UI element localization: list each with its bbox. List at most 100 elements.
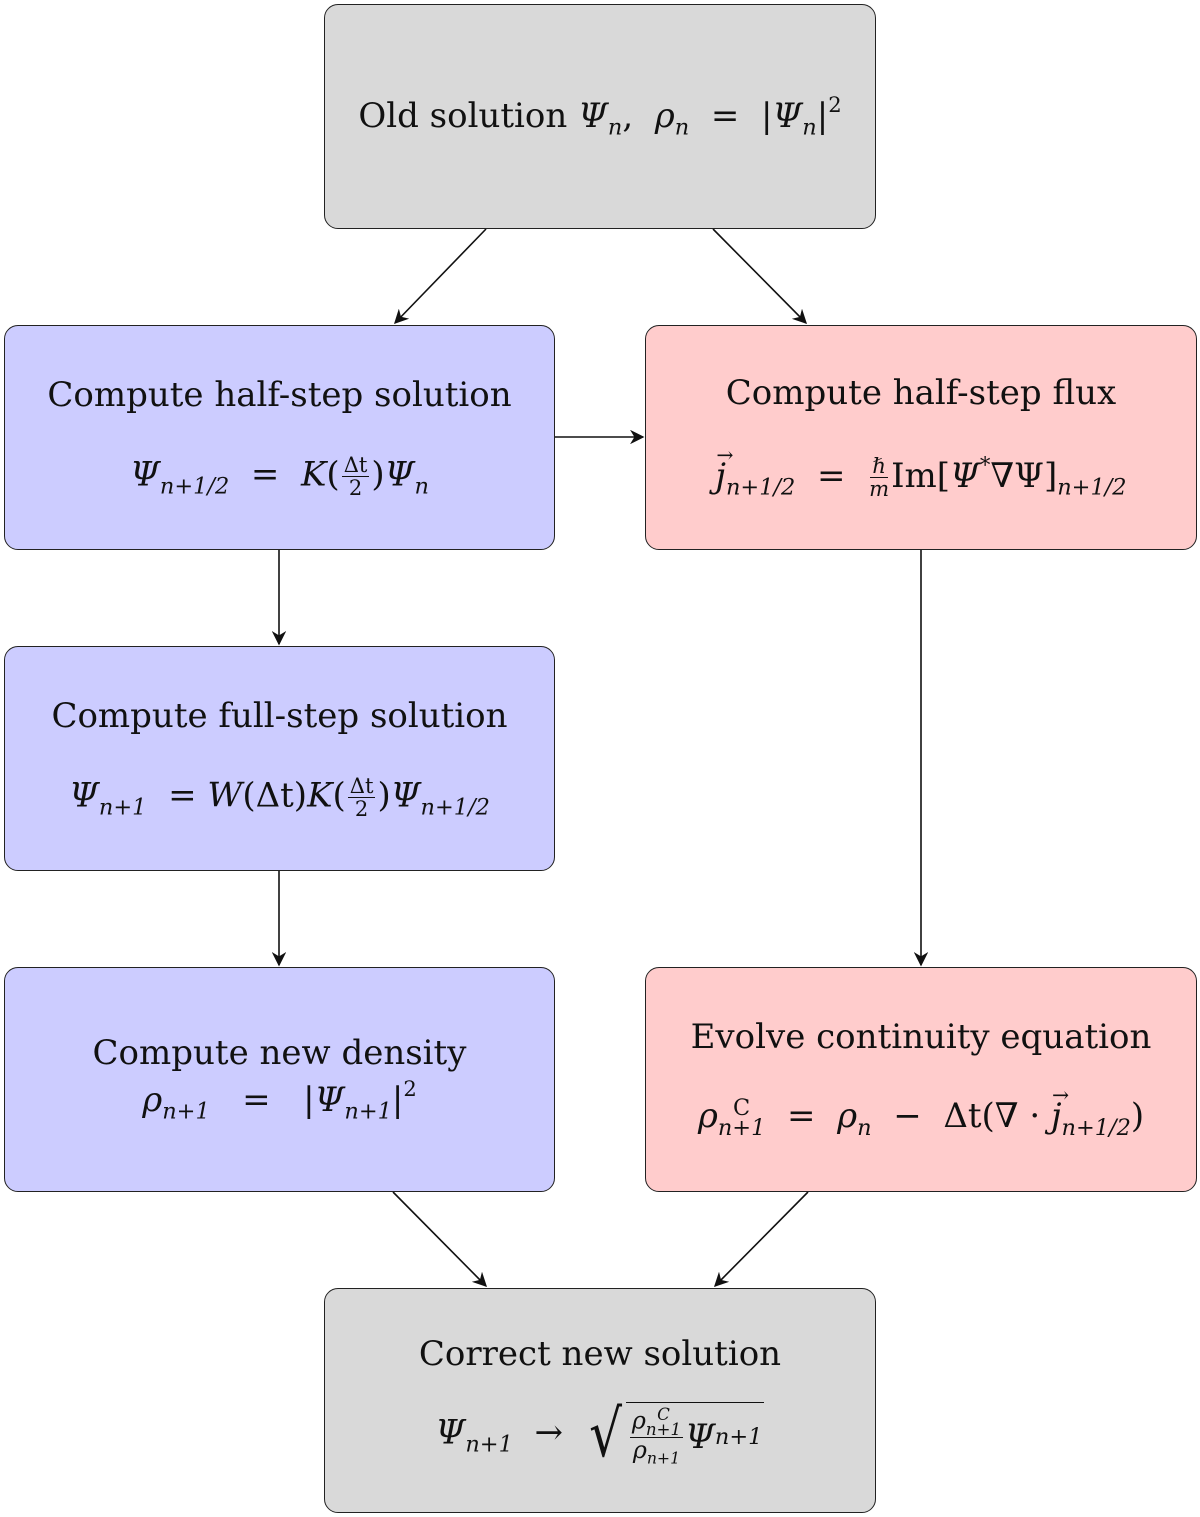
operator-k: K (301, 454, 327, 495)
current-vector: j (1051, 1083, 1068, 1137)
subscript: n+1 (465, 1431, 513, 1458)
psi-symbol: Ψ (950, 455, 980, 496)
psi-symbol: Ψ (772, 95, 803, 136)
subscript: n+1 (717, 1115, 766, 1142)
equals: = (786, 1096, 816, 1137)
paren: ( (326, 454, 340, 495)
abs-bar: | (303, 1079, 315, 1120)
subscript: n+1 (714, 1423, 763, 1450)
rho-symbol: ρ (837, 1096, 858, 1137)
subscript: n+1/2 (159, 473, 230, 500)
abs-bar: | (761, 95, 773, 136)
radical-sign: √ (588, 1396, 622, 1472)
subscript: n (857, 1114, 872, 1141)
node-half-step-solution: Compute half-step solution Ψn+1/2 = K(Δt… (4, 325, 555, 550)
subscript: n+1 (162, 1098, 210, 1125)
rho-symbol: ρ (654, 95, 675, 136)
node-old-solution: Old solution Ψn, ρn = |Ψn|2 (324, 4, 876, 229)
equals: = (250, 454, 280, 495)
equals: = (242, 1079, 271, 1120)
paren: ) (371, 454, 385, 495)
conjugate: * (979, 452, 991, 478)
subscript: n+1 (98, 794, 147, 821)
operator-w: W (207, 775, 243, 816)
correct-solution-title: Correct new solution (418, 1333, 782, 1374)
psi-symbol: Ψ (578, 95, 608, 136)
operator-argument: (Δt) (242, 775, 308, 816)
numerator: Δt (347, 772, 376, 798)
subscript: n+1/2 (420, 794, 490, 821)
new-density-equation: ρn+1 = |Ψn+1|2 (142, 1076, 417, 1126)
paren: ( (981, 1096, 995, 1137)
denominator: 2 (354, 795, 369, 821)
paren: ) (1130, 1096, 1145, 1137)
subscript: n (607, 114, 623, 141)
node-half-step-flux: Compute half-step flux jn+1/2 = ℏmIm[Ψ*∇… (645, 325, 1197, 550)
rho-symbol: ρ (142, 1079, 163, 1120)
equals: = (710, 95, 740, 136)
abs-bar: | (816, 95, 829, 136)
continuity-equation: ρCn+1 = ρn − Δt(∇ · jn+1/2) (697, 1083, 1145, 1142)
full-step-solution-title: Compute full-step solution (51, 695, 508, 736)
edge-continuity-to-correct (713, 1191, 809, 1288)
numerator: ℏ (870, 453, 888, 479)
old-solution-label: Old solution Ψn, ρn = |Ψn|2 (358, 92, 841, 142)
minus: − (893, 1096, 922, 1137)
separator: , (622, 95, 634, 136)
superscript: C (657, 1405, 670, 1425)
psi-symbol: Ψ (390, 775, 421, 816)
edge-old-to-half-step-solution (393, 228, 487, 325)
rho-symbol: ρ (697, 1096, 718, 1137)
edge-density-to-correct (392, 1191, 488, 1288)
node-full-step-solution: Compute full-step solution Ψn+1 = W(Δt)K… (4, 646, 555, 871)
numerator: Δt (341, 451, 370, 477)
psi-symbol: Ψ (314, 1079, 345, 1120)
subscript: n+1 (646, 1448, 681, 1468)
subscript: n+1/2 (725, 474, 796, 501)
exponent: 2 (403, 1076, 417, 1102)
current-vector: j (715, 443, 732, 497)
psi-symbol: Ψ (130, 454, 160, 495)
equals: = (168, 775, 197, 816)
subscript: n+1 (344, 1098, 392, 1125)
subscript: n (414, 473, 429, 500)
continuity-title: Evolve continuity equation (690, 1017, 1152, 1058)
nabla: ∇ (994, 1096, 1019, 1137)
rho-symbol: ρ (631, 1406, 646, 1435)
rho-symbol: ρ (632, 1436, 647, 1465)
denominator: ρn+1 (633, 1438, 680, 1467)
psi-symbol: Ψ (685, 1416, 715, 1457)
paren: ( (332, 775, 346, 816)
bracket: ] (1043, 455, 1058, 496)
subscript: n+1/2 (1057, 474, 1127, 501)
abs-bar: | (391, 1079, 404, 1120)
old-solution-title: Old solution (358, 95, 568, 136)
psi-symbol: Ψ (384, 454, 415, 495)
subscript: n+1 (645, 1420, 682, 1440)
subscript: n+1/2 (1061, 1114, 1131, 1141)
subscript: n (674, 114, 690, 141)
delta-t: Δt (943, 1096, 982, 1137)
psi-symbol: Ψ (435, 1412, 466, 1453)
maps-to-arrow: → (534, 1412, 564, 1453)
equals: = (816, 455, 846, 496)
dot-operator: · (1029, 1096, 1041, 1137)
bracket: [ (936, 455, 951, 496)
node-new-density: Compute new density ρn+1 = |Ψn+1|2 (4, 967, 555, 1192)
half-step-flux-title: Compute half-step flux (725, 373, 1117, 414)
gradient-psi: ∇Ψ (990, 455, 1044, 496)
denominator: 2 (348, 474, 363, 500)
